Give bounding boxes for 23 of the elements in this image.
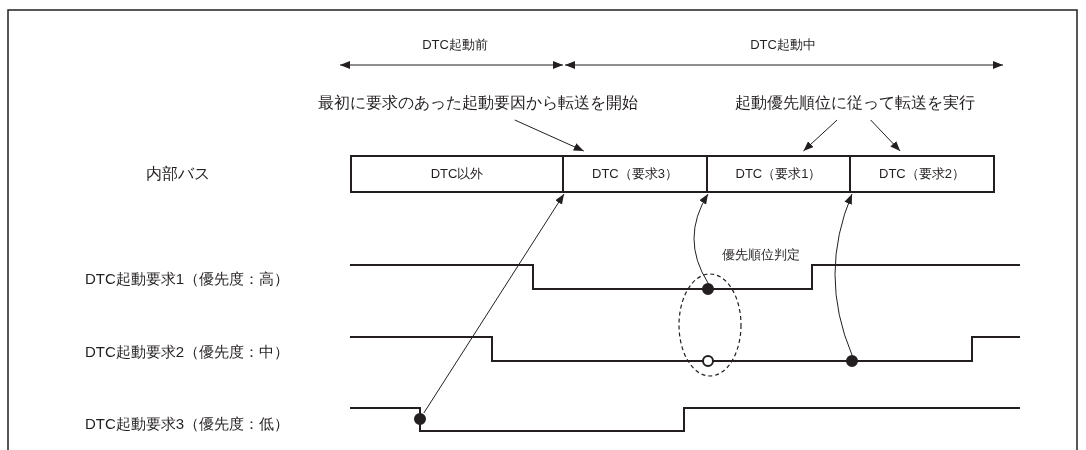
arrow <box>834 193 853 356</box>
bus-segment: DTC（要求1） <box>706 155 851 193</box>
phase-label: DTC起動前 <box>422 36 488 54</box>
bus-segment: DTC以外 <box>350 155 564 193</box>
signal-label: DTC起動要求3（優先度：低） <box>85 415 290 434</box>
arrow <box>514 119 585 152</box>
bus-segment: DTC（要求3） <box>562 155 708 193</box>
arrow <box>423 193 565 414</box>
arrow <box>693 193 709 284</box>
phase-label: DTC起動中 <box>750 36 816 54</box>
arrow <box>870 119 901 152</box>
bus-segment: DTC（要求2） <box>849 155 995 193</box>
arrow <box>802 119 838 152</box>
event-circle <box>702 355 714 367</box>
event-dot <box>414 413 426 425</box>
event-dot <box>846 355 858 367</box>
annotation-text: 起動優先順位に従って転送を実行 <box>735 93 975 114</box>
signal-label: DTC起動要求2（優先度：中） <box>85 343 290 362</box>
signal-label: DTC起動要求1（優先度：高） <box>85 270 290 289</box>
bus-label: 内部バス <box>146 164 210 184</box>
ellipse-label: 優先順位判定 <box>722 246 800 264</box>
event-dot <box>702 283 714 295</box>
annotation-text: 最初に要求のあった起動要因から転送を開始 <box>318 93 638 114</box>
